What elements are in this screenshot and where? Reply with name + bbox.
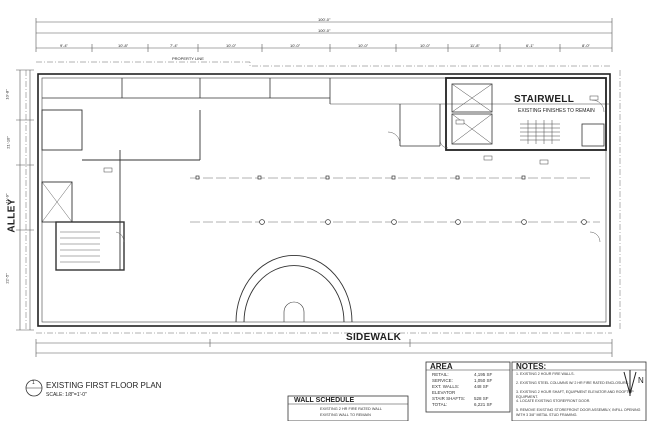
column-dimension: 10'-0" bbox=[226, 43, 237, 48]
area-row-value: 528 SF bbox=[474, 396, 489, 401]
note-item: 4. LOCATE EXISTING STOREFRONT DOOR. bbox=[516, 399, 591, 403]
area-row-label: TOTAL: bbox=[432, 402, 448, 407]
area-row-value: 448 SF bbox=[474, 384, 489, 389]
sidewalk-label: SIDEWALK bbox=[346, 332, 402, 343]
left-service-rooms bbox=[41, 109, 201, 271]
area-row-value: 6,221 SF bbox=[474, 402, 493, 407]
north-arrow-icon bbox=[623, 370, 637, 396]
column-dimension: 10'-0" bbox=[290, 43, 301, 48]
property-lines bbox=[25, 61, 621, 334]
wall-tags bbox=[103, 95, 599, 173]
area-row-label: RETAIL: bbox=[432, 372, 449, 377]
exterior-walls bbox=[37, 73, 611, 327]
stairwell-label: STAIRWELL bbox=[514, 94, 575, 105]
bottom-dimension-lines bbox=[35, 339, 613, 357]
wall-schedule-heading: WALL SCHEDULE bbox=[294, 397, 355, 404]
total-dimension-mid: 100'-0" bbox=[318, 28, 331, 33]
wall-schedule-item: EXISTING WALL TO REMAIN bbox=[320, 413, 371, 417]
stairwell-block bbox=[445, 77, 607, 151]
column-dimension: 9'-4" bbox=[60, 43, 68, 48]
sheet-marker bbox=[25, 379, 43, 397]
sheet-marker-number: 1 bbox=[32, 380, 35, 386]
area-row-label: STAIR SHAFTS: bbox=[432, 396, 466, 401]
column-dimension: 8'-0" bbox=[582, 43, 590, 48]
title-block-frames bbox=[287, 361, 647, 421]
total-dimension-top: 100'-0" bbox=[318, 17, 331, 22]
area-row-label: EXT. WALLS: bbox=[432, 384, 460, 389]
column-dimension: 10'-8" bbox=[118, 43, 129, 48]
wall-schedule-item: EXISTING 2 HR FIRE RATED WALL bbox=[320, 407, 383, 411]
area-row-label: SERVICE: bbox=[432, 378, 453, 383]
north-arrow-label: N bbox=[638, 376, 644, 385]
area-heading: AREA bbox=[430, 362, 453, 371]
column-dimension: 11'-8" bbox=[470, 43, 480, 48]
plan-scale: SCALE: 1/8"=1'-0" bbox=[46, 392, 87, 398]
column-dimension: 10'-0" bbox=[420, 43, 431, 48]
column-dimension: 6'-1" bbox=[526, 43, 534, 48]
left-dimension-lines bbox=[16, 69, 34, 331]
side-dimension: 10'-8" bbox=[4, 89, 10, 100]
area-row-value: 1,050 SF bbox=[474, 378, 493, 383]
curved-storefront bbox=[235, 255, 353, 323]
side-dimension: 21'-10" bbox=[5, 136, 11, 149]
stairwell-note: EXISTING FINISHES TO REMAIN bbox=[518, 108, 595, 114]
exterior-wall-inner-lines bbox=[41, 77, 610, 323]
door-swings bbox=[115, 131, 601, 243]
columns bbox=[195, 175, 587, 225]
column-dimension: 7'-4" bbox=[170, 43, 178, 48]
notes-heading: NOTES: bbox=[516, 362, 547, 371]
note-item: 1. EXISTING 2 HOUR FIRE WALLS. bbox=[516, 372, 575, 376]
area-row-label: ELEVATOR bbox=[432, 390, 456, 395]
column-dimension: 10'-0" bbox=[358, 43, 369, 48]
note-item: 3. EXISTING 2 HOUR SHAFT, EQUIPMENT ELEV… bbox=[516, 390, 634, 399]
alley-label: ALLEY bbox=[6, 198, 18, 233]
column-grid bbox=[190, 177, 600, 223]
top-dimension-lines bbox=[35, 18, 613, 52]
area-row-value: 4,195 SF bbox=[474, 372, 493, 377]
side-dimension: 22'-5" bbox=[4, 273, 10, 284]
note-item: 2. EXISTING STEEL COLUMNS W/ 2 HR FIRE R… bbox=[516, 381, 630, 385]
property-line-label: PROPERTY LINE bbox=[172, 56, 204, 61]
plan-title: EXISTING FIRST FLOOR PLAN bbox=[46, 381, 162, 390]
side-dimension: 11'-9" bbox=[4, 193, 10, 204]
service-strip bbox=[42, 78, 441, 147]
note-item: 5. REMOVE EXISTING STOREFRONT DOOR ASSEM… bbox=[516, 408, 641, 417]
